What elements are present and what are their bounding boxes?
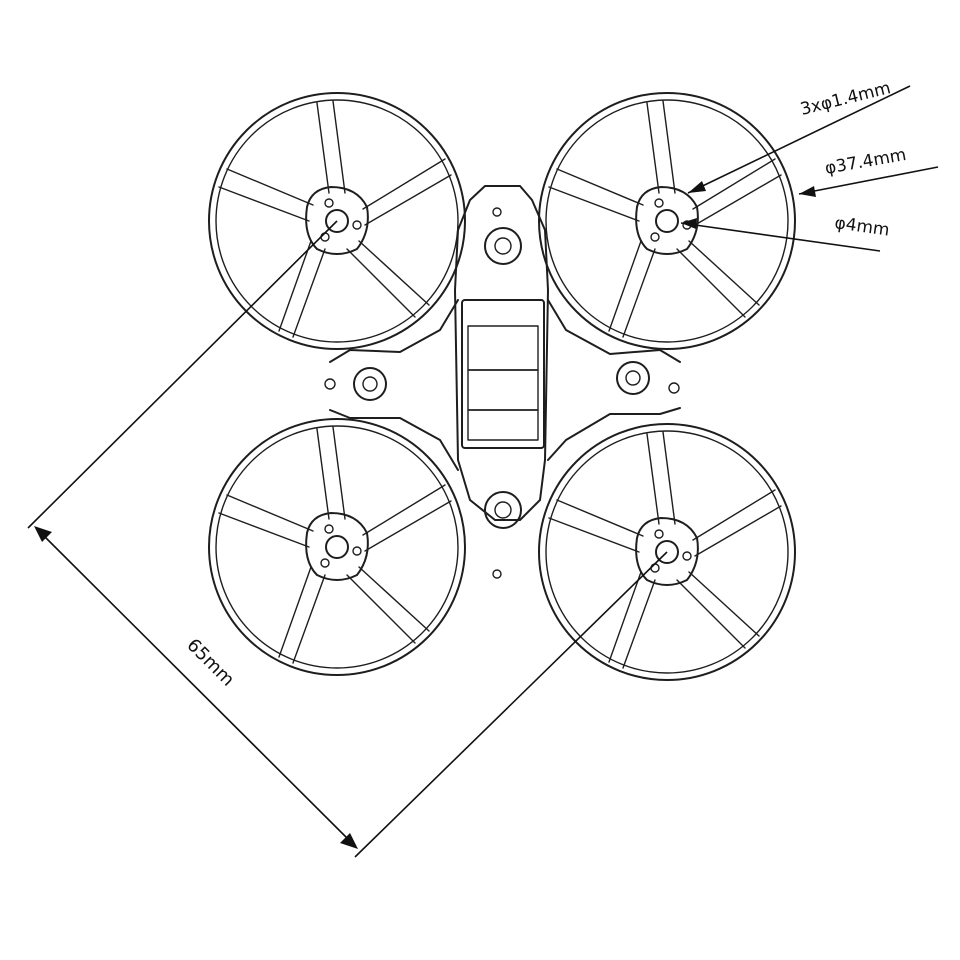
duct-front-right	[538, 92, 796, 350]
standoff-right	[616, 361, 650, 395]
standoff-bottom	[484, 491, 522, 529]
wheelbase-dimension: 65mm	[27, 220, 668, 858]
mount-holes-callout: 3xφ1.4mm	[687, 78, 911, 194]
duct-diameter-label: φ37.4mm	[823, 145, 907, 179]
frame-body	[324, 185, 681, 579]
duct-rear-left	[208, 418, 466, 676]
duct-diameter-callout: φ37.4mm	[798, 145, 939, 197]
standoff-left	[353, 367, 387, 401]
mount-holes-label: 3xφ1.4mm	[798, 78, 892, 120]
shaft-hole-label: φ4mm	[833, 213, 890, 240]
standoff-top	[484, 227, 522, 265]
